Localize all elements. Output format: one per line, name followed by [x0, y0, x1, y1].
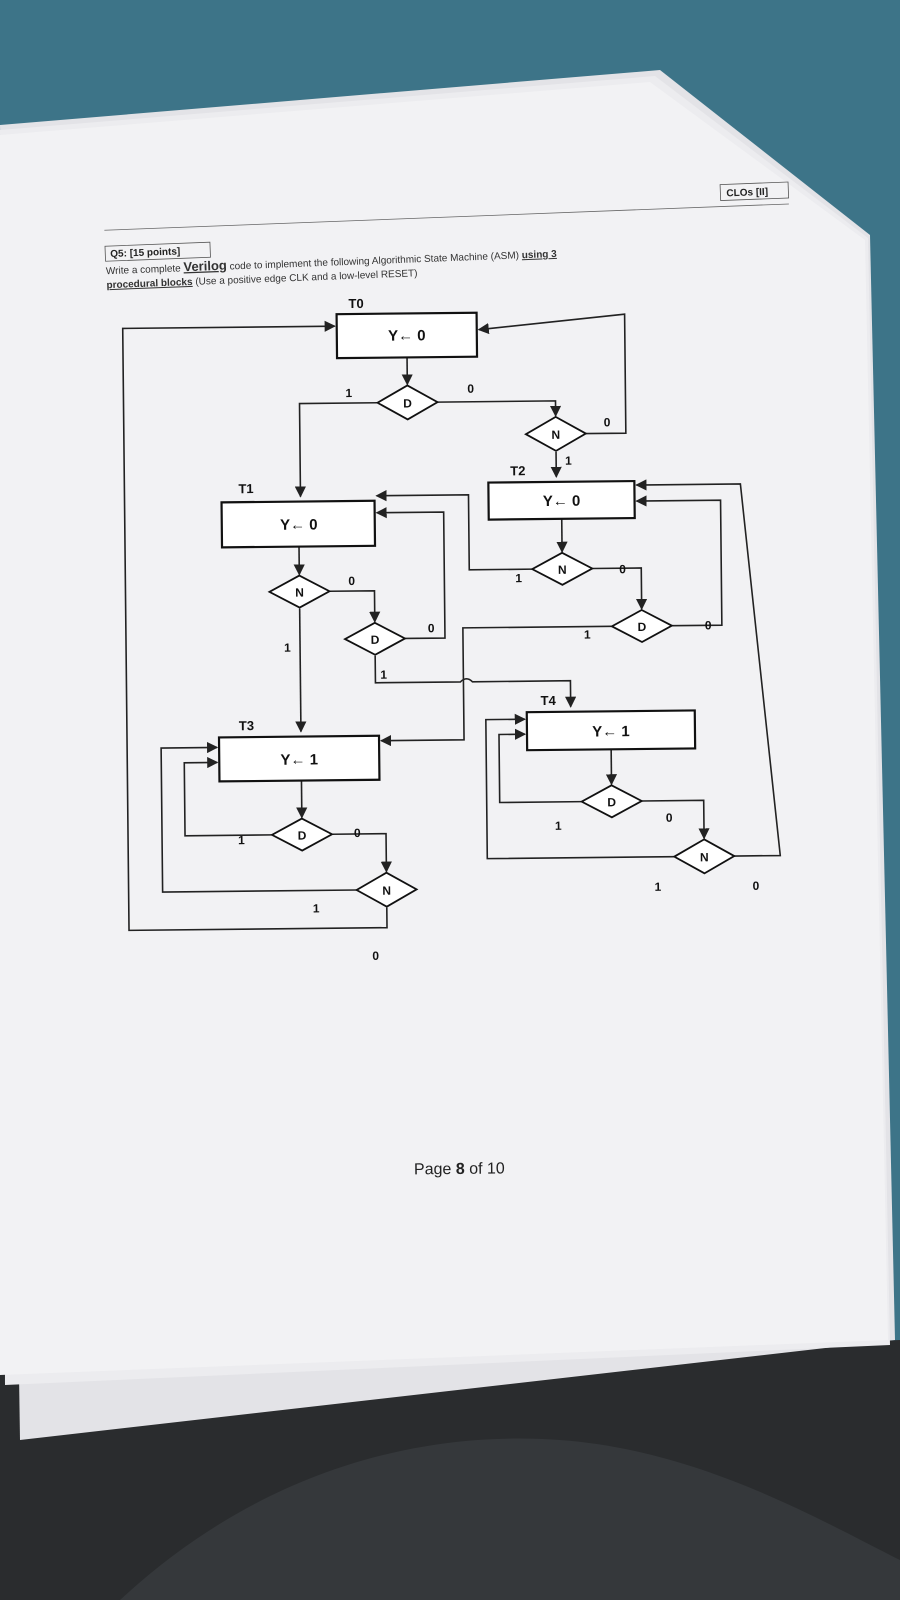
- question-points: Q5: [15 points]: [110, 246, 180, 260]
- decision-n-t2: N: [530, 551, 595, 586]
- svg-text:T1: T1: [238, 481, 253, 496]
- svg-text:Y← 0: Y← 0: [543, 493, 581, 510]
- svg-text:T2: T2: [510, 463, 525, 478]
- svg-text:N: N: [295, 586, 304, 600]
- svg-text:1: 1: [584, 628, 591, 642]
- svg-text:D: D: [607, 795, 616, 809]
- decision-n-t4: N: [672, 838, 737, 875]
- decision-d-t3: D: [270, 817, 334, 852]
- svg-text:D: D: [371, 633, 380, 647]
- front-paper-sheet: [0, 82, 888, 1375]
- asm-wires: [121, 313, 782, 932]
- svg-text:1: 1: [515, 571, 522, 585]
- svg-text:N: N: [558, 563, 567, 577]
- svg-text:Y← 1: Y← 1: [280, 751, 318, 768]
- svg-text:1: 1: [238, 833, 245, 847]
- decision-n-t1: N: [267, 574, 332, 609]
- page-number: Page 8 of 10: [414, 1160, 505, 1178]
- svg-text:0: 0: [604, 415, 611, 429]
- svg-text:1: 1: [655, 880, 662, 894]
- decision-n-t3: N: [354, 871, 419, 908]
- svg-text:1: 1: [565, 454, 572, 468]
- svg-text:N: N: [700, 850, 709, 864]
- svg-text:0: 0: [428, 621, 435, 635]
- svg-text:T0: T0: [348, 296, 363, 311]
- svg-text:T4: T4: [541, 693, 557, 708]
- decision-d-t2: D: [609, 608, 674, 644]
- svg-text:D: D: [637, 620, 646, 634]
- svg-text:N: N: [382, 884, 391, 898]
- question-box: [104, 241, 211, 262]
- svg-text:D: D: [298, 829, 307, 843]
- svg-text:Y← 0: Y← 0: [280, 516, 318, 533]
- svg-text:0: 0: [354, 826, 361, 840]
- decision-d-t1: D: [343, 621, 407, 656]
- svg-text:0: 0: [372, 949, 379, 963]
- asm-diagram: T0 Y← 0 T1 Y← 0 T2 Y← 0 T3 Y← 1 T4 Y← 1 …: [121, 296, 782, 963]
- svg-text:1: 1: [345, 386, 352, 400]
- svg-text:0: 0: [753, 879, 760, 893]
- cloth-fold: [120, 1438, 900, 1600]
- svg-text:1: 1: [380, 668, 387, 682]
- decision-d-t0: D: [375, 384, 440, 421]
- svg-text:Y← 1: Y← 1: [592, 723, 630, 740]
- svg-text:1: 1: [555, 819, 562, 833]
- svg-text:0: 0: [348, 574, 355, 588]
- svg-text:N: N: [551, 428, 560, 442]
- state-box-t3: T3 Y← 1: [217, 718, 381, 783]
- svg-text:0: 0: [705, 618, 712, 632]
- svg-text:0: 0: [467, 382, 474, 396]
- state-box-t2: T2 Y← 0: [487, 463, 636, 521]
- svg-text:Y← 0: Y← 0: [388, 327, 426, 344]
- state-box-t0: T0 Y← 0: [335, 296, 479, 360]
- svg-text:D: D: [403, 396, 412, 410]
- svg-text:0: 0: [666, 811, 673, 825]
- decision-n-t0: N: [524, 415, 588, 452]
- header-rule: [104, 203, 789, 231]
- branch-labels: 1 0 0 1 0 1 0 1 1 0 1 0 1 0 1 0 1 0 1 0: [238, 382, 760, 963]
- state-box-t4: T4 Y← 1: [525, 693, 697, 752]
- svg-text:1: 1: [313, 901, 320, 915]
- state-box-t1: T1 Y← 0: [220, 481, 377, 549]
- decision-d-t4: D: [579, 784, 644, 819]
- svg-text:1: 1: [284, 641, 291, 655]
- clos-label: CLOs [II]: [726, 187, 768, 200]
- svg-text:0: 0: [619, 562, 626, 576]
- clos-box: [719, 181, 790, 201]
- svg-text:T3: T3: [239, 718, 254, 733]
